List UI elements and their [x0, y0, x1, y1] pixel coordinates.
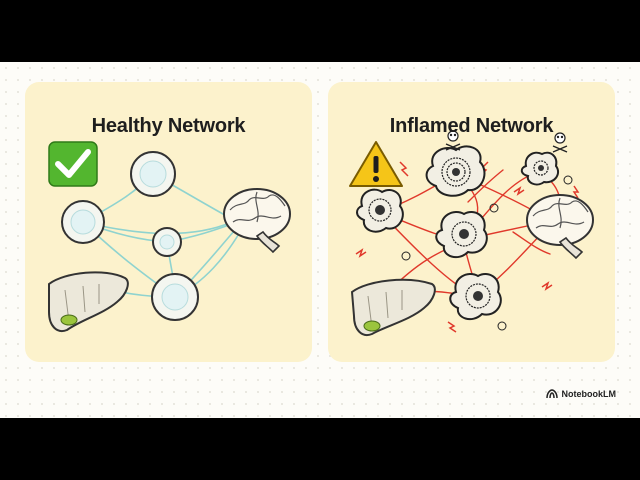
check-mark-icon — [48, 141, 98, 187]
inflamed-cell-top-right — [520, 151, 560, 186]
liver-icon — [350, 278, 436, 336]
inflamed-cell-bottom — [449, 273, 502, 321]
healthy-cell-small — [152, 227, 182, 257]
healthy-network-title: Healthy Network — [91, 115, 246, 137]
healthy-network-diagram — [48, 141, 291, 332]
healthy-cell-left — [61, 200, 105, 244]
inflamed-cell-center — [435, 211, 488, 259]
notebooklm-logo-icon — [545, 389, 558, 399]
inflamed-cell-left — [356, 188, 404, 233]
notebooklm-brand: NotebookLM — [545, 389, 617, 399]
skull-crossbones-icon-2 — [552, 132, 568, 153]
skull-crossbones-icon — [445, 130, 461, 151]
alert-markers — [401, 175, 573, 331]
healthy-cell-bottom — [151, 273, 199, 321]
brain-icon — [223, 188, 291, 254]
inflamed-cell-top — [425, 145, 486, 197]
inflamed-network-diagram — [349, 130, 594, 336]
healthy-network-panel: Healthy Network — [25, 82, 312, 362]
liver-icon — [48, 271, 129, 332]
inflamed-network-panel: Inflamed Network — [328, 82, 615, 362]
slide: Healthy Network — [0, 62, 640, 418]
brain-icon — [526, 194, 594, 260]
warning-icon — [349, 141, 403, 187]
inflamed-network-title: Inflamed Network — [389, 115, 554, 137]
healthy-cell-top — [130, 151, 176, 197]
brand-label: NotebookLM — [561, 389, 617, 399]
